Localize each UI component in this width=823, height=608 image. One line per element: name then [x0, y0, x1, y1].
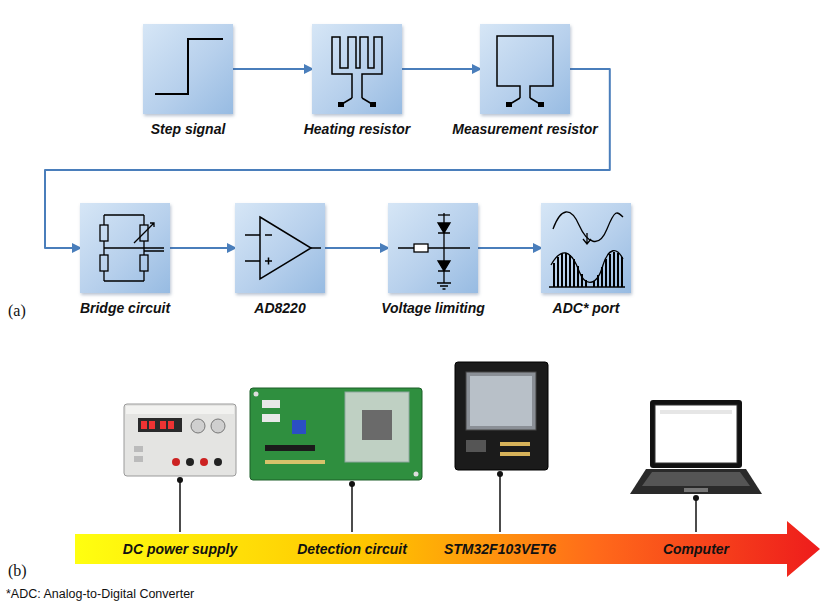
laptop-picture [630, 400, 762, 494]
flow-arrow [170, 247, 235, 249]
panel-letter: (a) [8, 302, 26, 320]
process-block: Voltage limiting [388, 203, 478, 293]
process-block: Step signal [143, 24, 233, 114]
process-block: Bridge circuit [80, 203, 170, 293]
heating-resistor-icon [312, 24, 402, 114]
leader-line [180, 472, 696, 532]
block-caption: ADC* port [553, 300, 620, 316]
voltage-limiter-icon [388, 203, 478, 293]
measurement-resistor-icon [480, 24, 570, 114]
flow-band: DC power supply Detection circuit STM32F10… [75, 520, 820, 578]
flow-arrow [233, 68, 312, 70]
amplifier-icon [235, 203, 325, 293]
band-label: DC power supply [123, 541, 237, 557]
stm32-board-picture [455, 362, 548, 470]
step-signal-icon [143, 24, 233, 114]
power-supply-picture [124, 404, 236, 476]
block-caption: Heating resistor [304, 121, 411, 137]
block-caption: Voltage limiting [381, 300, 485, 316]
band-label: Detection circuit [297, 541, 407, 557]
flow-arrow [325, 247, 388, 249]
band-label: STM32F103VET6 [444, 541, 556, 557]
adc-icon [541, 203, 631, 293]
detection-board-picture [250, 388, 422, 480]
block-caption: Measurement resistor [452, 121, 598, 137]
panel-letter: (b) [8, 562, 27, 580]
leader-dot [177, 471, 699, 501]
block-caption: Bridge circuit [80, 300, 170, 316]
footnote: *ADC: Analog-to-Digital Converter [6, 587, 194, 601]
process-block: Heating resistor [312, 24, 402, 114]
band-label: Computer [663, 541, 729, 557]
flow-arrow [402, 68, 480, 70]
flow-arrow [478, 247, 541, 249]
block-caption: Step signal [151, 121, 226, 137]
process-block: AD8220 [235, 203, 325, 293]
process-block: Measurement resistor [480, 24, 570, 114]
block-caption: AD8220 [254, 300, 305, 316]
bridge-circuit-icon [80, 203, 170, 293]
process-block: ADC* port [541, 203, 631, 293]
